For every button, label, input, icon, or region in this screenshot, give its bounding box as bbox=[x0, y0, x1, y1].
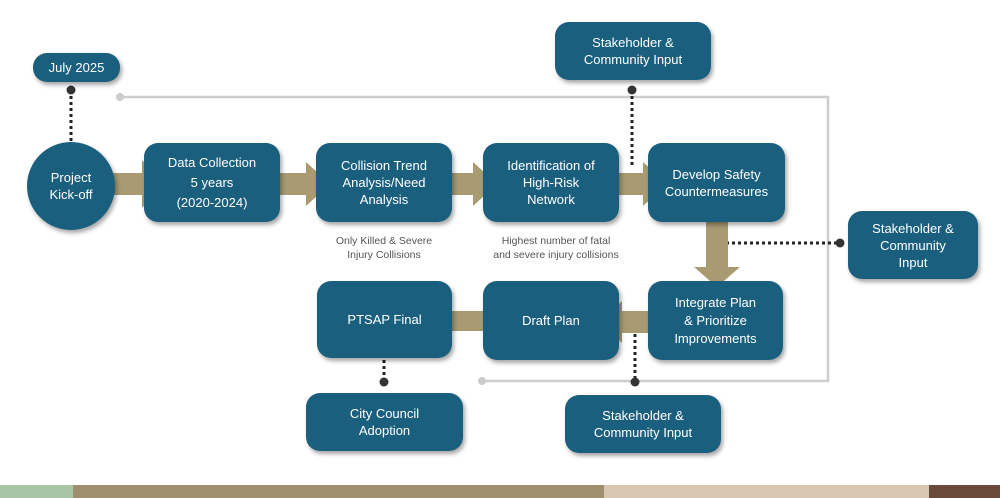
high-risk-label: Identification of High-Risk Network bbox=[507, 158, 595, 207]
footer-bar-olive bbox=[73, 485, 604, 498]
loop-end-dot bbox=[478, 377, 486, 385]
collision-trend-label: Collision Trend Analysis/Need Analysis bbox=[341, 158, 427, 207]
start-date-label: July 2025 bbox=[48, 60, 105, 75]
dot-stakeholder-right bbox=[835, 238, 845, 248]
city-council-label: City Council Adoption bbox=[349, 406, 420, 438]
integrate-plan-label: Integrate Plan & Prioritize Improvements bbox=[674, 294, 757, 346]
footer-bar-brown bbox=[929, 485, 1000, 498]
arrow-counter-to-integrate bbox=[694, 214, 740, 287]
collision-trend-node: Collision Trend Analysis/Need Analysis bbox=[316, 143, 452, 222]
dot-date bbox=[66, 85, 76, 95]
start-date-badge: July 2025 bbox=[33, 53, 120, 82]
arrow-trend-to-risk bbox=[438, 162, 497, 206]
stakeholder-right-label: Stakeholder & Community Input bbox=[872, 220, 954, 270]
dot-council bbox=[379, 377, 389, 387]
loop-start-dot bbox=[116, 93, 124, 101]
countermeasures-label: Develop Safety Countermeasures bbox=[664, 166, 769, 199]
high-risk-node: Identification of High-Risk Network bbox=[483, 143, 619, 222]
ptsap-final-node: PTSAP Final bbox=[317, 281, 452, 358]
collision-trend-note: Only Killed & Severe Injury Collisions bbox=[335, 235, 433, 261]
high-risk-note: Highest number of fatal and severe injur… bbox=[493, 235, 619, 261]
footer-bar-beige bbox=[604, 485, 929, 498]
dot-stakeholder-top bbox=[627, 85, 637, 95]
kickoff-label: Project Kick-off bbox=[49, 170, 93, 202]
draft-plan-label: Draft Plan bbox=[522, 313, 580, 328]
stakeholder-top-node: Stakeholder & Community Input bbox=[555, 22, 711, 80]
data-collection-node: Data Collection 5 years (2020-2024) bbox=[144, 143, 280, 222]
arrow-data-to-trend bbox=[272, 162, 330, 206]
stakeholder-bottom-label: Stakeholder & Community Input bbox=[593, 408, 693, 440]
stakeholder-bottom-node: Stakeholder & Community Input bbox=[565, 395, 721, 453]
footer-bar-green bbox=[0, 485, 73, 498]
dot-stakeholder-bottom bbox=[630, 377, 640, 387]
kickoff-node: Project Kick-off bbox=[27, 142, 115, 230]
stakeholder-right-node: Stakeholder & Community Input bbox=[848, 211, 978, 279]
data-collection-label: Data Collection 5 years (2020-2024) bbox=[167, 154, 257, 210]
city-council-node: City Council Adoption bbox=[306, 393, 463, 451]
ptsap-final-label: PTSAP Final bbox=[347, 312, 422, 327]
countermeasures-node: Develop Safety Countermeasures bbox=[648, 143, 785, 222]
draft-plan-node: Draft Plan bbox=[483, 281, 619, 360]
integrate-plan-node: Integrate Plan & Prioritize Improvements bbox=[648, 281, 783, 360]
stakeholder-top-label: Stakeholder & Community Input bbox=[583, 35, 683, 67]
feedback-loop-line bbox=[120, 95, 830, 383]
